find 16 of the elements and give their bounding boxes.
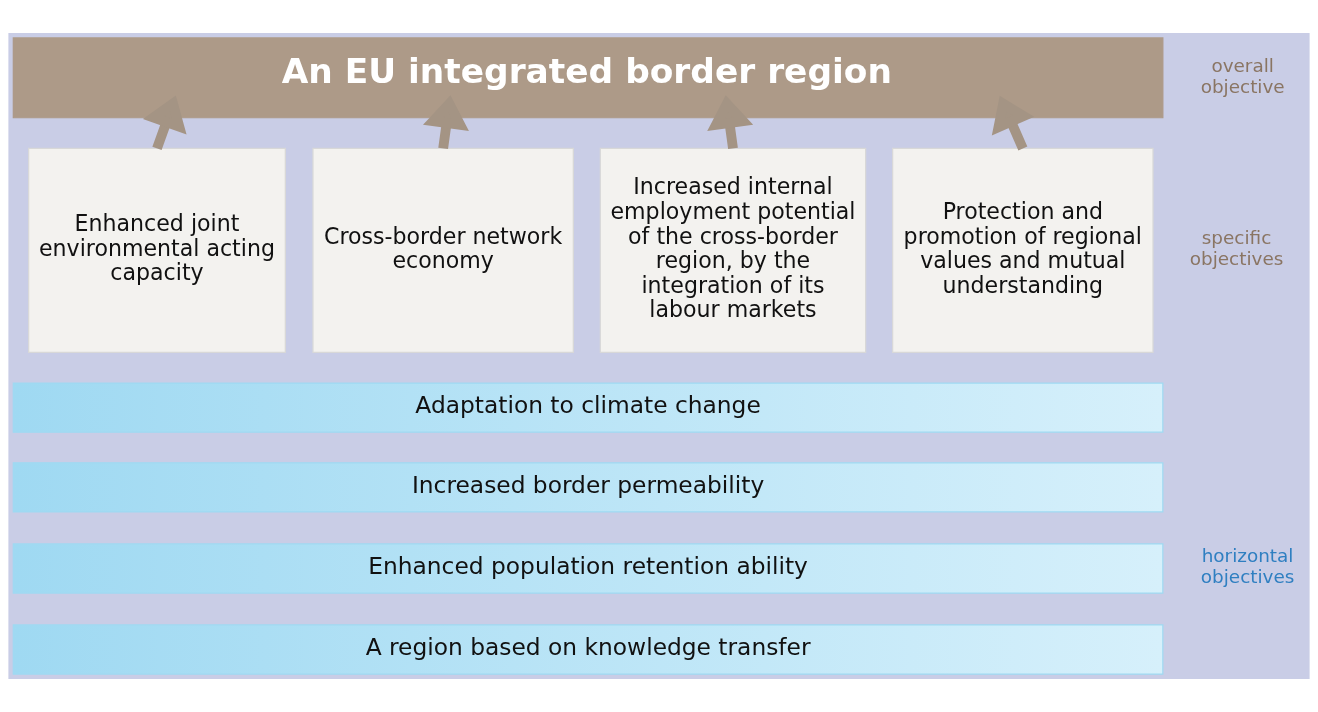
label: overall objective <box>1200 54 1285 97</box>
node-box: Increased border permeability <box>12 462 1164 513</box>
node-box: A region based on knowledge transfer <box>12 624 1164 675</box>
node-box: An EU integrated border region <box>12 37 1164 119</box>
node-box: Enhanced population retention ability <box>12 543 1164 594</box>
node-box: Cross-border network economy <box>312 147 574 353</box>
arrow <box>707 95 754 150</box>
label: specific objectives <box>1189 227 1284 270</box>
label: horizontal objectives <box>1200 545 1295 588</box>
node-box: Adaptation to climate change <box>12 382 1164 433</box>
arrow <box>142 95 187 151</box>
arrow <box>991 95 1035 151</box>
node-box: Enhanced joint environmental acting capacity <box>28 147 286 353</box>
node-box: Protection and promotion of regional values and mutual understanding <box>892 147 1154 353</box>
arrow <box>422 95 469 150</box>
node-box: Increased internal employment potential of the cross-border region, by the integration of its labour markets <box>599 147 867 353</box>
